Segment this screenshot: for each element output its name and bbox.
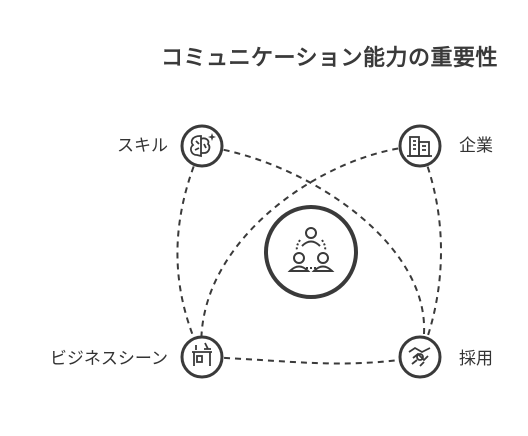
office-desk-icon — [192, 342, 212, 366]
connector-company-business — [200, 145, 421, 358]
page-title: コミュニケーション能力の重要性 — [160, 46, 498, 71]
connector-company-recruit — [419, 145, 442, 358]
connector-business-recruit — [201, 356, 421, 365]
people-group-icon — [287, 227, 335, 272]
node-company — [398, 124, 442, 168]
handshake-icon — [408, 346, 431, 367]
node-recruit — [398, 335, 442, 379]
label-business-scene: ビジネスシーン — [49, 349, 168, 369]
buildings-icon — [407, 136, 432, 157]
connector-skill-business — [176, 145, 203, 358]
label-company: 企業 — [459, 136, 493, 156]
brain-sparkle-icon — [190, 133, 216, 158]
node-skill — [180, 124, 224, 168]
center-hub — [264, 205, 358, 299]
node-business — [180, 335, 224, 379]
label-recruit: 採用 — [459, 349, 493, 369]
connector-skill-recruit — [201, 145, 426, 358]
label-skill: スキル — [117, 136, 168, 156]
